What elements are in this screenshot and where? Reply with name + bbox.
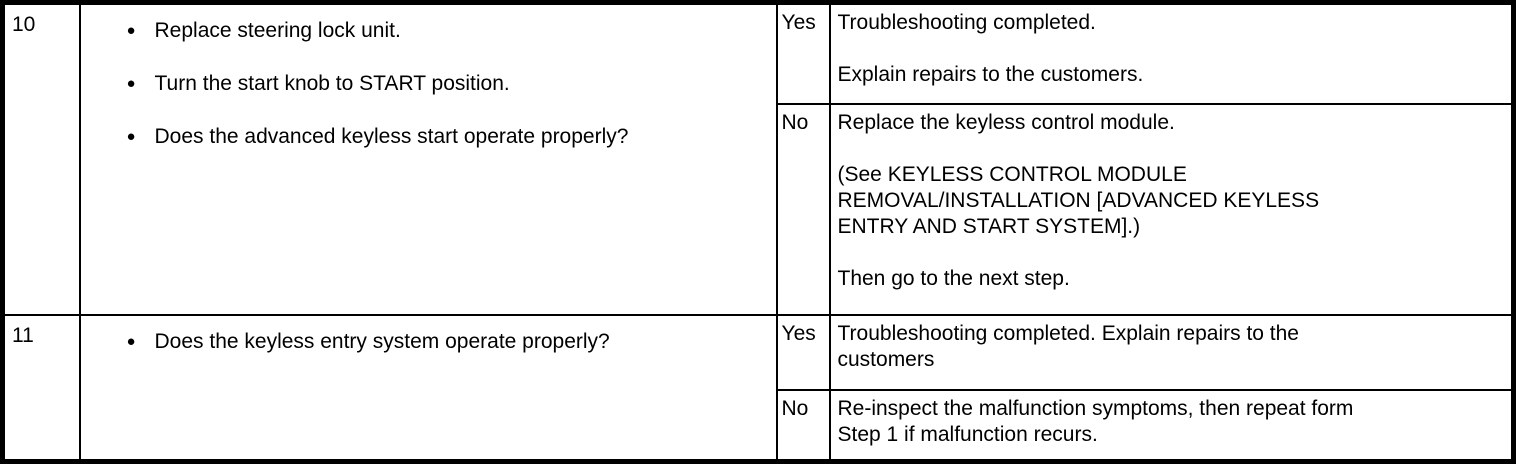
table-row: No Re-inspect the malfunction symptoms, … bbox=[3, 389, 1515, 463]
result-cell: Troubleshooting completed. Explain repai… bbox=[828, 1, 1515, 106]
action-item: ● Does the advanced keyless start operat… bbox=[127, 124, 766, 150]
outcome-label: Yes bbox=[781, 322, 816, 346]
table-row: 11 ● Does the keyless entry system opera… bbox=[1, 314, 1515, 463]
outcome-label: No bbox=[781, 111, 809, 135]
action-item: ● Replace steering lock unit. bbox=[127, 18, 766, 44]
outcome-label-cell: Yes bbox=[775, 314, 831, 392]
action-text: Replace steering lock unit. bbox=[154, 19, 401, 42]
result-cell: Troubleshooting completed. Explain repai… bbox=[828, 314, 1515, 392]
bullet-icon: ● bbox=[126, 22, 136, 39]
actions-cell: ● Replace steering lock unit. ● Turn the… bbox=[78, 1, 778, 317]
bullet-icon: ● bbox=[126, 333, 136, 351]
result-text: Troubleshooting completed. Explain repai… bbox=[837, 322, 1300, 372]
step-number: 11 bbox=[12, 324, 34, 348]
result-cell: Re-inspect the malfunction symptoms, the… bbox=[828, 389, 1515, 463]
step-number-cell: 10 bbox=[1, 1, 81, 317]
action-item: ● Turn the start knob to START position. bbox=[127, 71, 766, 97]
action-text: Turn the start knob to START position. bbox=[154, 72, 510, 95]
outcome-label-cell: Yes bbox=[775, 1, 831, 106]
step-number: 10 bbox=[12, 13, 36, 36]
result-text: Re-inspect the malfunction symptoms, the… bbox=[837, 397, 1354, 447]
outcome-label-cell: No bbox=[775, 389, 831, 463]
action-text: Does the keyless entry system operate pr… bbox=[154, 330, 610, 354]
table-row: No Replace the keyless control module. (… bbox=[3, 103, 1515, 317]
bullet-icon: ● bbox=[126, 128, 136, 145]
result-text: Replace the keyless control module. (See… bbox=[837, 111, 1320, 291]
outcome-label-cell: No bbox=[775, 103, 831, 317]
action-item: ● Does the keyless entry system operate … bbox=[127, 329, 766, 355]
result-text: Troubleshooting completed. Explain repai… bbox=[837, 11, 1144, 86]
action-text: Does the advanced keyless start operate … bbox=[154, 125, 629, 148]
bullet-icon: ● bbox=[126, 75, 136, 92]
actions-cell: ● Does the keyless entry system operate … bbox=[78, 314, 778, 463]
outcome-label: No bbox=[781, 397, 809, 421]
table-row: 10 ● Replace steering lock unit. ● Turn … bbox=[1, 1, 1515, 317]
result-cell: Replace the keyless control module. (See… bbox=[828, 103, 1515, 317]
outcome-label: Yes bbox=[781, 11, 816, 34]
step-number-cell: 11 bbox=[1, 314, 81, 463]
